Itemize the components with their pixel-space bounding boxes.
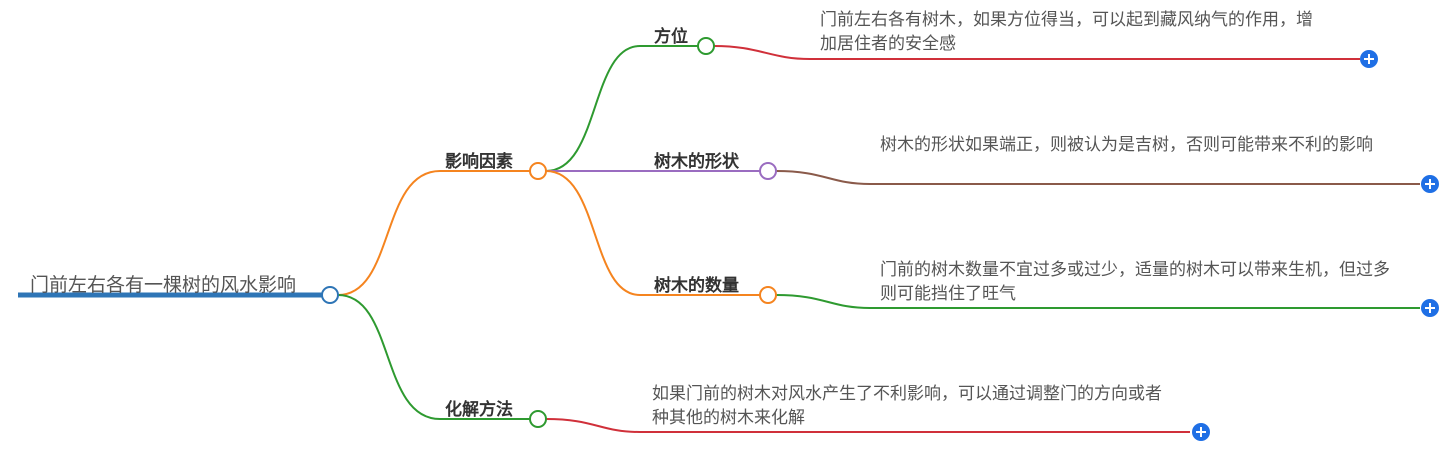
detail-solution[interactable]: 如果门前的树木对风水产生了不利影响，可以通过调整门的方向或者种其他的树木来化解: [652, 384, 1162, 428]
edge-quantity-detail: [775, 294, 1420, 309]
node-position[interactable]: 方位: [654, 27, 688, 47]
node-solution[interactable]: 化解方法: [445, 400, 513, 420]
edge-factors-quantity: [545, 170, 760, 296]
edge-root-solution: [337, 294, 530, 420]
detail-quantity[interactable]: 门前的树木数量不宜过多或过少，适量的树木可以带来生机，但过多则可能挡住了旺气: [880, 260, 1390, 304]
expand-plus-icon[interactable]: [1360, 50, 1378, 68]
detail-shape[interactable]: 树木的形状如果端正，则被认为是吉树，否则可能带来不利的影响: [880, 135, 1373, 155]
node-factors[interactable]: 影响因素: [445, 152, 513, 172]
factors-collapse-toggle[interactable]: [529, 162, 547, 180]
quantity-collapse-toggle[interactable]: [759, 286, 777, 304]
edge-shape-detail: [775, 170, 1420, 185]
expand-plus-icon[interactable]: [1192, 423, 1210, 441]
root-node[interactable]: 门前左右各有一棵树的风水影响: [30, 274, 297, 296]
edge-solution-detail: [545, 418, 1190, 433]
expand-plus-icon[interactable]: [1421, 299, 1439, 317]
node-shape[interactable]: 树木的形状: [654, 152, 739, 172]
edge-position-detail: [713, 45, 1360, 60]
root-collapse-toggle[interactable]: [321, 286, 339, 304]
node-quantity[interactable]: 树木的数量: [654, 276, 739, 296]
edge-factors-position: [545, 45, 698, 172]
edge-root-factors: [337, 170, 530, 296]
detail-position[interactable]: 门前左右各有树木，如果方位得当，可以起到藏风纳气的作用，增加居住者的安全感: [820, 10, 1313, 54]
solution-collapse-toggle[interactable]: [529, 410, 547, 428]
position-collapse-toggle[interactable]: [697, 37, 715, 55]
expand-plus-icon[interactable]: [1421, 175, 1439, 193]
shape-collapse-toggle[interactable]: [759, 162, 777, 180]
